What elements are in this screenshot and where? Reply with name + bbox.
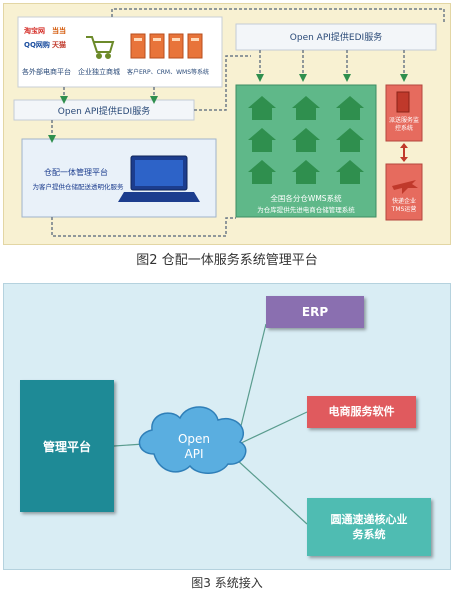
yto-label-line1: 圆通速递核心业 [330, 513, 408, 526]
dispatch-server-icon [396, 91, 410, 113]
yto-label: 圆通速递核心业 务系统 [307, 512, 431, 542]
top-api-bar [235, 23, 437, 51]
mgmt-platform-title: 仓配一体管理平台 [44, 168, 108, 177]
wms-title: 全国各分仓WMS系统 [270, 194, 342, 203]
top-api-label: Open API提供EDI服务 [289, 33, 383, 43]
platform-label-1: 各外部电商平台 [22, 68, 71, 76]
shopping-cart-icon [86, 36, 115, 59]
left-api-label: Open API提供EDI服务 [57, 107, 151, 117]
erp-box: ERP [266, 296, 364, 328]
mgmt-platform-box: 管理平台 [20, 380, 114, 512]
cloud-label: Open API [154, 432, 234, 462]
figure-3-caption: 图3 系统接入 [191, 576, 263, 590]
erp-crm-label: 客户ERP、CRM、WMS等系统 [127, 69, 210, 76]
ecom-label: 电商服务软件 [328, 405, 395, 418]
tms-label: 快递企业TMS运营 [391, 198, 417, 213]
open-api-cloud [138, 406, 247, 474]
figure-2-caption: 图2 仓配一体服务系统管理平台 [136, 253, 318, 268]
dispatch-label: 派送服务监控系统 [388, 117, 419, 132]
warehouse-grid [242, 92, 372, 188]
logo-tmall: 天猫 [52, 41, 66, 49]
ecom-box: 电商服务软件 [307, 396, 416, 428]
erp-label: ERP [301, 305, 329, 319]
platform-label-2: 企业独立商城 [78, 68, 120, 76]
wms-sub: 为仓库提供先进电商仓储管理系统 [257, 206, 355, 214]
warehouse-icons [248, 96, 364, 184]
mgmt-platform-sub: 为客户提供仓储配送透明化服务 [32, 183, 124, 191]
server-icons [130, 33, 203, 59]
arrow-heads [48, 74, 408, 143]
figure-3-connectors [113, 323, 308, 525]
cloud-label-line2: API [184, 447, 204, 461]
figure-2-diagram: 淘宝网 当当 QQ网购 天猫 各外部电商平台 企业独立商城 客户ERP、CRM、… [3, 3, 451, 245]
yto-core-box: 圆通速递核心业 务系统 [307, 498, 431, 556]
logo-qq: QQ网购 [24, 41, 50, 49]
laptop-icon [118, 155, 200, 202]
mgmt-platform-label: 管理平台 [42, 440, 91, 454]
cloud-label-line1: Open [177, 432, 211, 446]
logo-dangdang: 当当 [52, 27, 66, 35]
figure-3-diagram: 管理平台 Open API ERP 电商服务软件 圆通速递核心业 务系统 [3, 283, 451, 570]
airplane-icon [392, 180, 418, 194]
logo-taobao: 淘宝网 [24, 27, 45, 35]
yto-label-line2: 务系统 [352, 528, 386, 541]
